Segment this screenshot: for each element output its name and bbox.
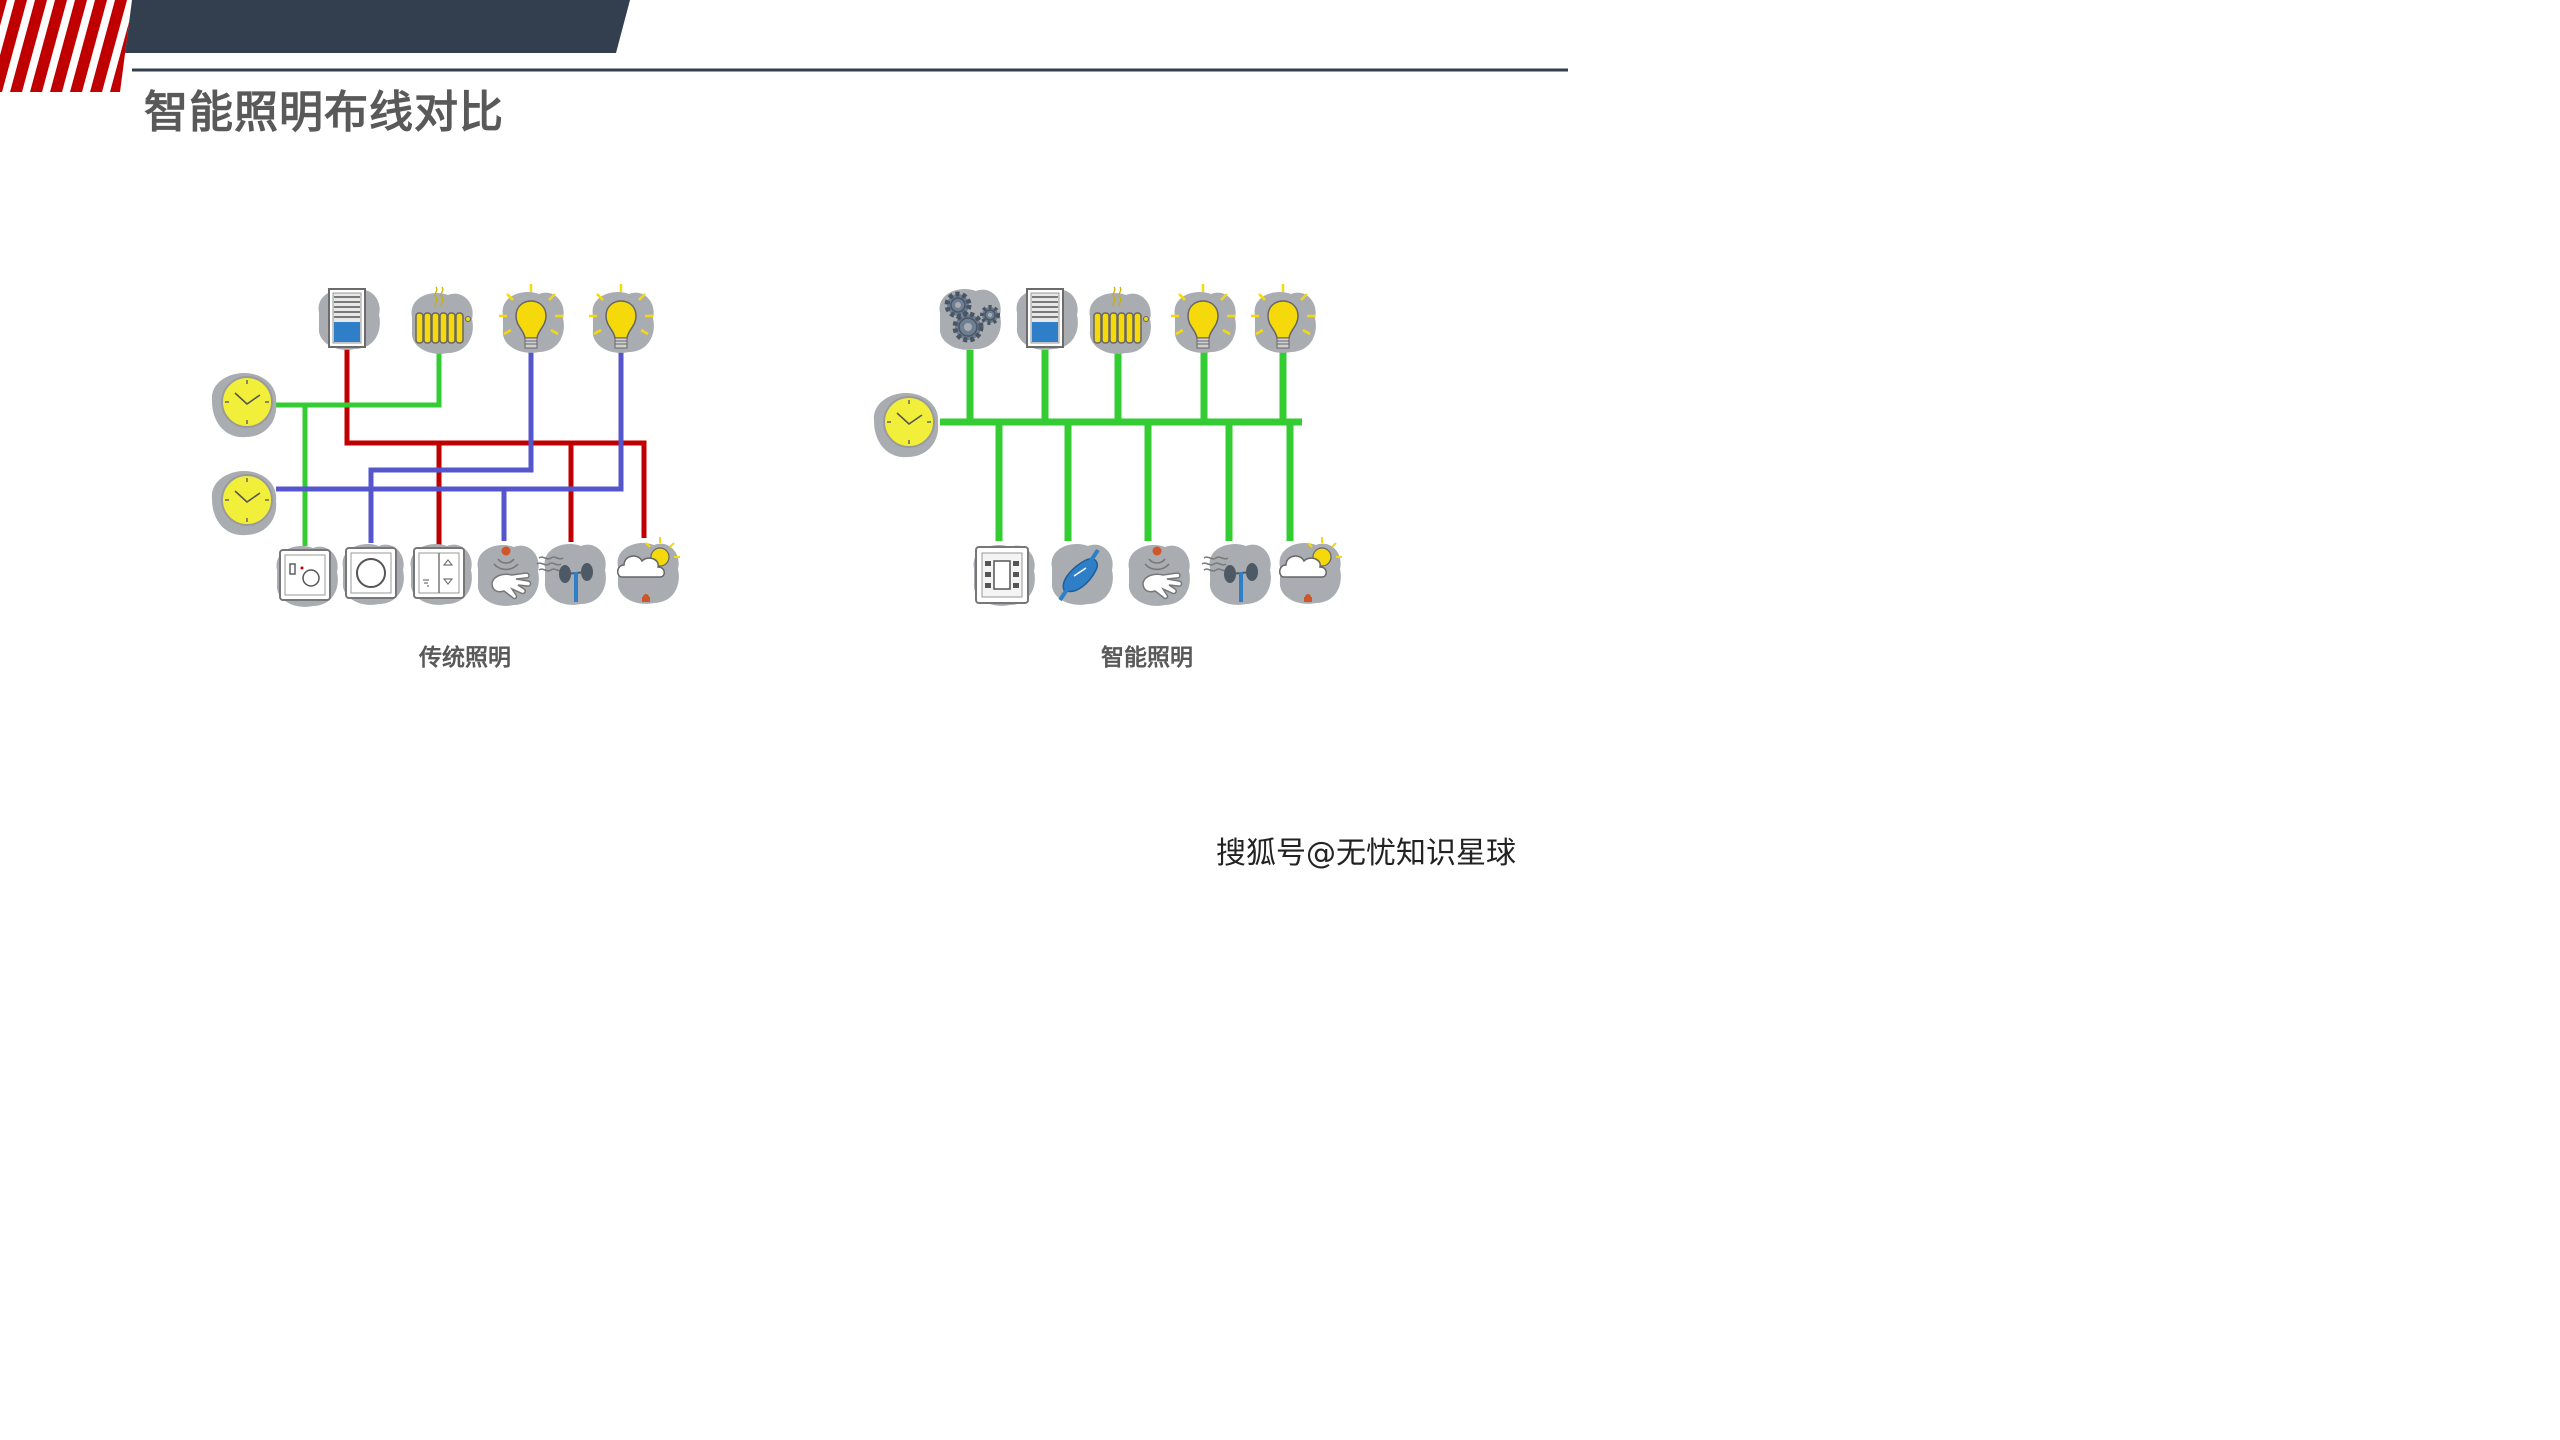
light-bulb-icon [1251,284,1316,353]
slide: 智能照明布线对比 传统照明 智能照明 搜狐号@无忧知识星球 [0,0,1568,882]
light-bulb-icon [1171,284,1236,353]
radiator-icon [412,287,473,354]
clock-icon [210,372,278,439]
light-bulb-icon [589,284,654,353]
traditional-wires [276,340,647,546]
slide-graphics [0,0,1568,882]
clock-icon [210,470,278,537]
watermark: 搜狐号@无忧知识星球 [1216,836,1516,871]
clock-icon [872,392,940,459]
wind-sensor-icon [1202,544,1271,605]
presence-sensor-icon [1129,545,1190,606]
control-panel-icon [974,545,1035,606]
header-bar [114,0,630,53]
window-blind-icon [319,289,380,350]
blue-wires [276,340,624,543]
header-stripes [0,0,132,92]
traditional-diagram [210,284,680,607]
weather-sensor-icon [618,537,680,604]
presence-sensor-icon [478,545,539,606]
blind-switch-icon [411,544,472,605]
page-title: 智能照明布线对比 [144,87,504,138]
red-wires [344,345,647,545]
weather-sensor-icon [1280,537,1342,604]
smart-diagram [872,284,1342,606]
wind-sensor-icon [537,544,606,605]
green-wires [276,347,442,546]
smart-label: 智能照明 [1101,645,1193,671]
traditional-label: 传统照明 [419,645,511,671]
radiator-icon [1090,287,1151,354]
window-blind-icon [1017,289,1078,350]
light-bulb-icon [499,284,564,353]
dimmer-switch-icon [343,544,404,605]
smart-bus-wires [940,350,1302,541]
gears-icon [940,289,1001,350]
thermostat-switch-icon [277,546,338,607]
network-plug-icon [1052,544,1113,605]
